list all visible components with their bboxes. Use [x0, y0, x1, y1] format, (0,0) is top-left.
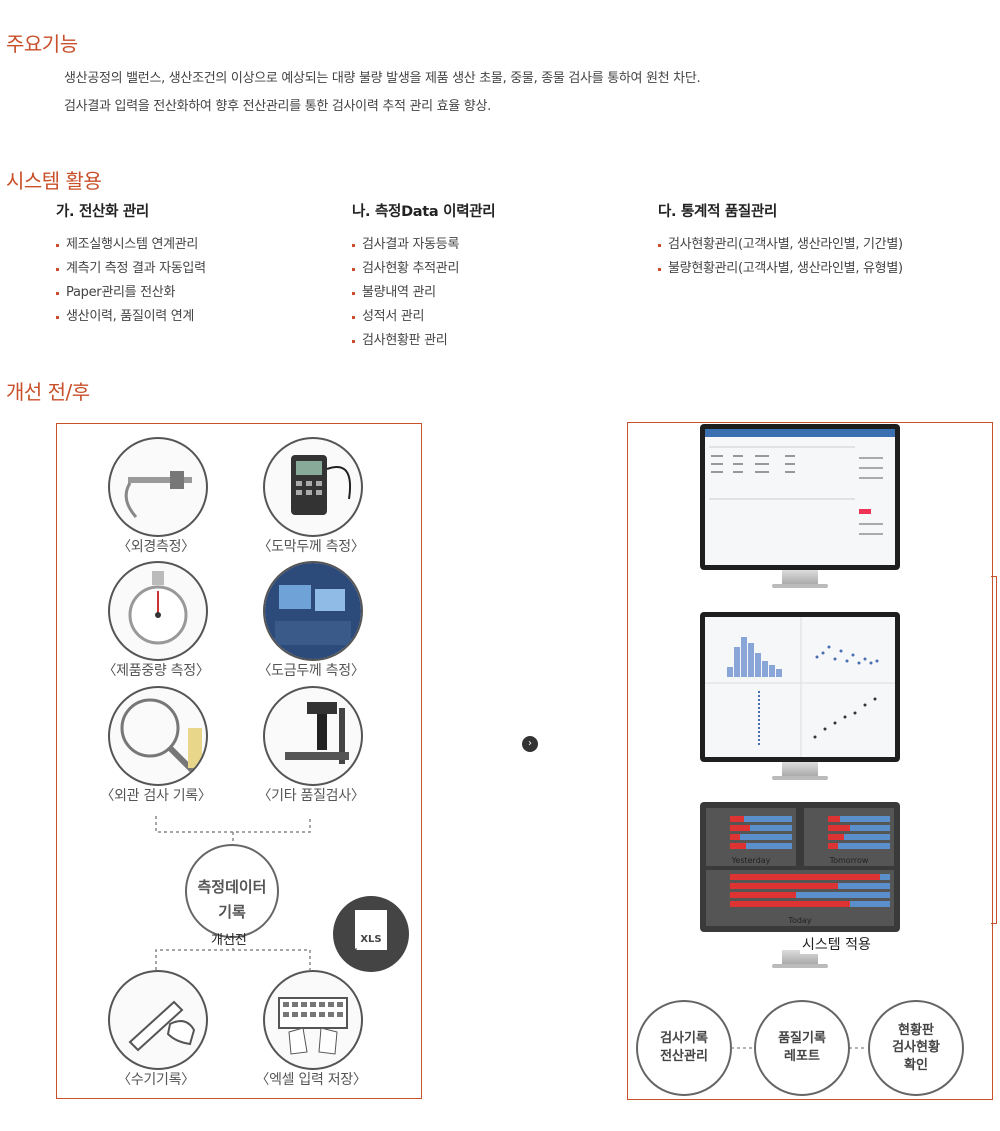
plating-gauge-image — [263, 561, 363, 661]
circle-line: 확인 — [904, 1057, 928, 1073]
caliper-image — [108, 437, 208, 537]
caption-plating-thickness: 〈도금두께 측정〉 — [257, 663, 365, 679]
monitor-inspection-list — [700, 424, 900, 600]
intro-line-1: 생산공정의 밸런스, 생산조건의 이상으로 예상되는 대량 불량 발생을 제품 … — [64, 71, 701, 86]
section-title-system-usage: 시스템 활용 — [6, 169, 102, 193]
dash-today-label: Today — [788, 916, 812, 925]
usage-column-data-history: 나. 측정Data 이력관리 검사결과 자동등록 검사현황 추적관리 불량내역 … — [352, 200, 496, 353]
caption-other-quality: 〈기타 품질검사〉 — [257, 788, 365, 804]
xls-bubble: XLS — [333, 896, 409, 972]
circle-status-board: 현황판 검사현황 확인 — [868, 1000, 964, 1096]
list-item: 불량내역 관리 — [352, 281, 495, 305]
caption-visual-inspection: 〈외관 검사 기록〉 — [100, 788, 212, 804]
keyboard-image — [263, 970, 363, 1070]
circle-line: 검사기록 — [660, 1031, 708, 1047]
before-panel: 〈외경측정〉 〈도막두께 측정〉 〈제품중량 측정〉 〈도금두께 측정〉 〈외관… — [56, 423, 422, 1099]
list-item: 계측기 측정 결과 자동입력 — [56, 257, 206, 281]
chevron-right-icon: › — [522, 736, 538, 752]
caption-outer-diameter: 〈외경측정〉 — [117, 539, 195, 555]
circle-line: 레포트 — [784, 1049, 820, 1064]
caption-product-weight: 〈제품중량 측정〉 — [102, 663, 210, 679]
dashboard-panel-today: Today — [706, 870, 894, 926]
scale-image — [108, 561, 208, 661]
usage-column-computerization: 가. 전산화 관리 제조실행시스템 연계관리 계측기 측정 결과 자동입력 Pa… — [56, 200, 206, 329]
xls-icon: XLS — [360, 934, 382, 945]
intro-line-2: 검사결과 입력을 전산화하여 향후 전산관리를 통한 검사이력 추적 관리 효율… — [64, 99, 491, 114]
monitor-statistics-charts — [700, 612, 900, 788]
list-item: 제조실행시스템 연계관리 — [56, 233, 206, 257]
caption-coating-thickness: 〈도막두께 측정〉 — [257, 539, 365, 555]
list-item: 생산이력, 품질이력 연계 — [56, 305, 206, 329]
center-line-1: 측정데이터 — [197, 878, 267, 896]
circle-line: 전산관리 — [660, 1049, 708, 1064]
usage-column-statistical-qc: 다. 통계적 품질관리 검사현황관리(고객사별, 생산라인별, 기간별) 불량현… — [658, 200, 903, 281]
caption-excel-input: 〈엑셀 입력 저장〉 — [255, 1072, 367, 1088]
list-item: 성적서 관리 — [352, 305, 495, 329]
list-item: 검사현황 추적관리 — [352, 257, 495, 281]
before-label: 개선전 — [211, 933, 247, 948]
connector-lines — [155, 816, 311, 970]
column-heading: 다. 통계적 품질관리 — [658, 204, 778, 220]
center-line-2: 기록 — [218, 903, 246, 921]
circle-line: 현황판 — [898, 1022, 934, 1038]
column-heading: 가. 전산화 관리 — [56, 204, 149, 220]
circle-inspection-record: 검사기록 전산관리 — [636, 1000, 732, 1096]
list-item: 검사결과 자동등록 — [352, 233, 495, 257]
list-item: 검사현황판 관리 — [352, 329, 495, 353]
dashboard-panel-tomorrow: Tomorrow — [804, 808, 894, 866]
list-item: 검사현황관리(고객사별, 생산라인별, 기간별) — [658, 233, 903, 257]
list-item: 불량현황관리(고객사별, 생산라인별, 유형별) — [658, 257, 903, 281]
list-item: Paper관리를 전산화 — [56, 281, 206, 305]
dashboard-panel-yesterday: Yesterday — [706, 808, 796, 866]
section-title-main-functions: 주요기능 — [6, 32, 78, 56]
dash-tomorrow-label: Tomorrow — [829, 856, 869, 865]
circle-line: 검사현황 — [892, 1040, 940, 1056]
magnifier-image — [108, 686, 208, 786]
dash-yesterday-label: Yesterday — [731, 856, 771, 865]
after-connectors — [731, 1047, 867, 1049]
monitor-dashboard: Yesterday Tomorrow Today — [700, 802, 900, 990]
panel-edge — [991, 576, 997, 924]
handwriting-image — [108, 970, 208, 1070]
measurement-data-record-circle: 측정데이터 기록 — [185, 844, 279, 938]
microscope-image — [263, 686, 363, 786]
column-heading: 나. 측정Data 이력관리 — [352, 204, 496, 220]
after-label: 시스템 적용 — [800, 934, 873, 954]
circle-quality-report: 품질기록 레포트 — [754, 1000, 850, 1096]
coating-gauge-image — [263, 437, 363, 537]
circle-line: 품질기록 — [778, 1031, 826, 1047]
caption-handwritten: 〈수기기록〉 — [117, 1072, 195, 1088]
section-title-before-after: 개선 전/후 — [6, 380, 90, 404]
